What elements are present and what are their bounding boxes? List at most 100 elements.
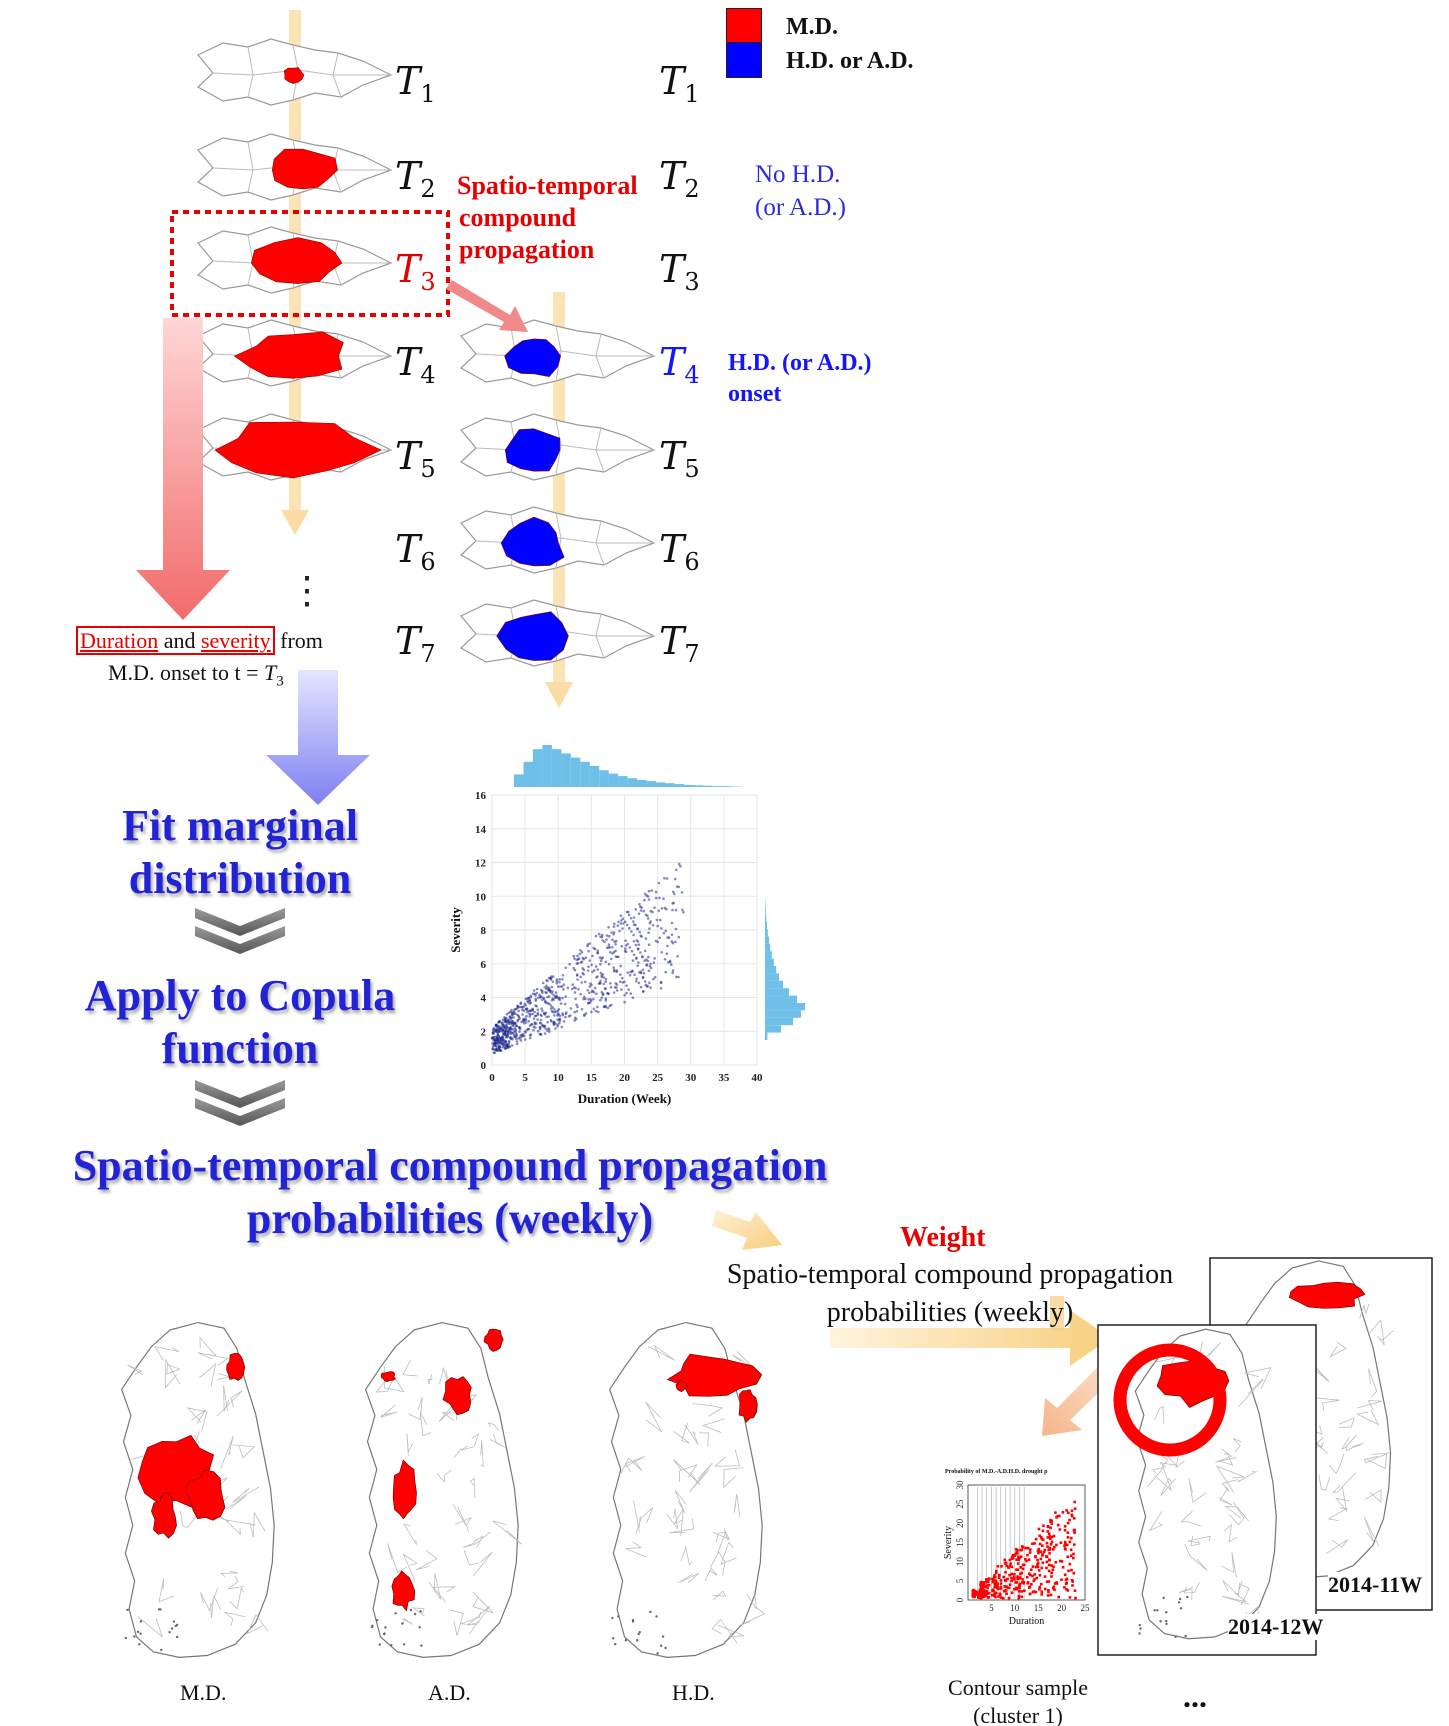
- contour-point: [993, 1574, 996, 1577]
- scatter-point: [536, 1008, 540, 1011]
- contour-point: [1016, 1552, 1019, 1555]
- scatter-point: [593, 947, 597, 951]
- contour-point: [1015, 1581, 1019, 1584]
- contour-point: [1057, 1595, 1060, 1599]
- scatter-point: [639, 909, 643, 912]
- contour-point: [1050, 1540, 1054, 1544]
- left-t7-label: T7: [395, 619, 436, 668]
- blue-fit-arrow: [266, 670, 370, 805]
- hd-korea-map-district-line-25: [701, 1418, 725, 1433]
- week-12-korea-map-island-11: [1153, 1609, 1156, 1612]
- scatter-point: [515, 1042, 519, 1046]
- contour-point: [1010, 1572, 1014, 1576]
- contour-point: [1005, 1564, 1009, 1568]
- scatter-point: [596, 1010, 600, 1014]
- contour-point: [1054, 1511, 1057, 1514]
- hd-korea-map-district-line-34: [689, 1462, 713, 1493]
- hd-korea-map-district-line-12: [674, 1490, 687, 1513]
- left-t4-label: T4: [395, 340, 436, 389]
- scatter-point: [522, 1009, 526, 1012]
- contour-point: [1038, 1587, 1041, 1591]
- scatter-point: [581, 967, 584, 970]
- top-marginal-bar: [551, 749, 562, 787]
- scatter-point: [628, 926, 631, 930]
- contour-point: [1045, 1541, 1049, 1545]
- top-marginal-bar: [712, 786, 723, 787]
- contour-point: [1041, 1538, 1045, 1541]
- scatter-point: [648, 981, 651, 985]
- contour-point: [1026, 1546, 1030, 1550]
- scatter-point: [677, 862, 681, 866]
- scatter-point: [651, 924, 655, 927]
- hd-korea-map-island-10: [649, 1610, 652, 1614]
- scatter-point: [547, 986, 551, 990]
- hd-korea-map-district-line-24: [684, 1424, 699, 1445]
- scatter-point: [556, 1025, 559, 1028]
- ad-korea-map-region-0: [442, 1376, 472, 1416]
- scatter-point: [504, 1029, 508, 1033]
- scatter-point: [608, 1004, 612, 1008]
- contour-point: [1046, 1525, 1050, 1528]
- contour-point: [1013, 1573, 1016, 1576]
- right-marginal-bar: [765, 973, 779, 981]
- scatter-point: [609, 982, 612, 985]
- scatter-point: [494, 1023, 498, 1027]
- contour-point: [1069, 1548, 1073, 1552]
- scatter-point: [571, 983, 575, 986]
- scatter-point: [555, 979, 558, 983]
- week-11-korea-map-district-line-37: [1345, 1442, 1364, 1452]
- copula-step: Apply to Copula function: [84, 971, 396, 1073]
- scatter-point: [623, 1000, 626, 1004]
- contour-point: [1053, 1582, 1057, 1585]
- scatter-point: [552, 998, 555, 1001]
- scatter-point: [590, 983, 593, 987]
- contour-point: [1049, 1537, 1052, 1540]
- scatter-point: [594, 965, 598, 968]
- hd-korea-map-island-9: [661, 1635, 665, 1638]
- scatter-point: [591, 954, 594, 958]
- md-korea-map-district-line-35: [199, 1336, 217, 1357]
- hd-korea-map-island-0: [617, 1615, 620, 1618]
- week-12-korea-map-district-line-11: [1184, 1543, 1208, 1571]
- contour-point: [1027, 1572, 1031, 1576]
- hd-time-series-maps: [459, 292, 656, 708]
- contour-point: [1021, 1563, 1025, 1567]
- contour-point: [1020, 1548, 1023, 1552]
- y-tick-label-16: 16: [475, 790, 487, 802]
- scatter-point: [647, 898, 651, 901]
- contour-x-tick-5: 5: [989, 1603, 994, 1613]
- md-map-t3-drought-area: [250, 237, 343, 284]
- scatter-point: [666, 961, 670, 964]
- chevron-1-a: [195, 1080, 285, 1108]
- contour-point: [1061, 1511, 1065, 1514]
- contour-point: [1066, 1536, 1070, 1539]
- scatter-point: [528, 1002, 531, 1005]
- contour-point: [1050, 1575, 1053, 1578]
- right-marginal-bar: [765, 943, 771, 952]
- scatter-point: [677, 885, 680, 889]
- scatter-point: [622, 922, 625, 925]
- contour-point: [1021, 1567, 1025, 1571]
- scatter-point: [649, 966, 653, 970]
- scatter-point: [536, 996, 540, 1000]
- scatter-point: [576, 978, 579, 981]
- top-marginal-bar: [561, 753, 571, 787]
- contour-point: [1048, 1535, 1052, 1538]
- contour-point: [984, 1584, 987, 1588]
- scatter-point: [532, 1017, 536, 1020]
- right-marginal-bar: [765, 936, 769, 944]
- scatter-point: [645, 894, 648, 897]
- contour-point: [1073, 1507, 1077, 1510]
- contour-chart-title: Probability of M.D.-A.D.H.D. drought p: [945, 1469, 1048, 1475]
- hd-map-t6: [459, 506, 656, 574]
- contour-point: [1068, 1540, 1072, 1544]
- right-time-bar: [553, 292, 565, 682]
- contour-point: [1014, 1553, 1017, 1556]
- contour-point: [1029, 1568, 1033, 1571]
- scatter-point: [609, 986, 613, 989]
- scatter-point: [494, 1044, 498, 1048]
- scatter-point: [599, 962, 602, 966]
- scatter-point: [532, 1028, 535, 1032]
- scatter-point: [665, 877, 669, 880]
- contour-point: [1020, 1581, 1024, 1584]
